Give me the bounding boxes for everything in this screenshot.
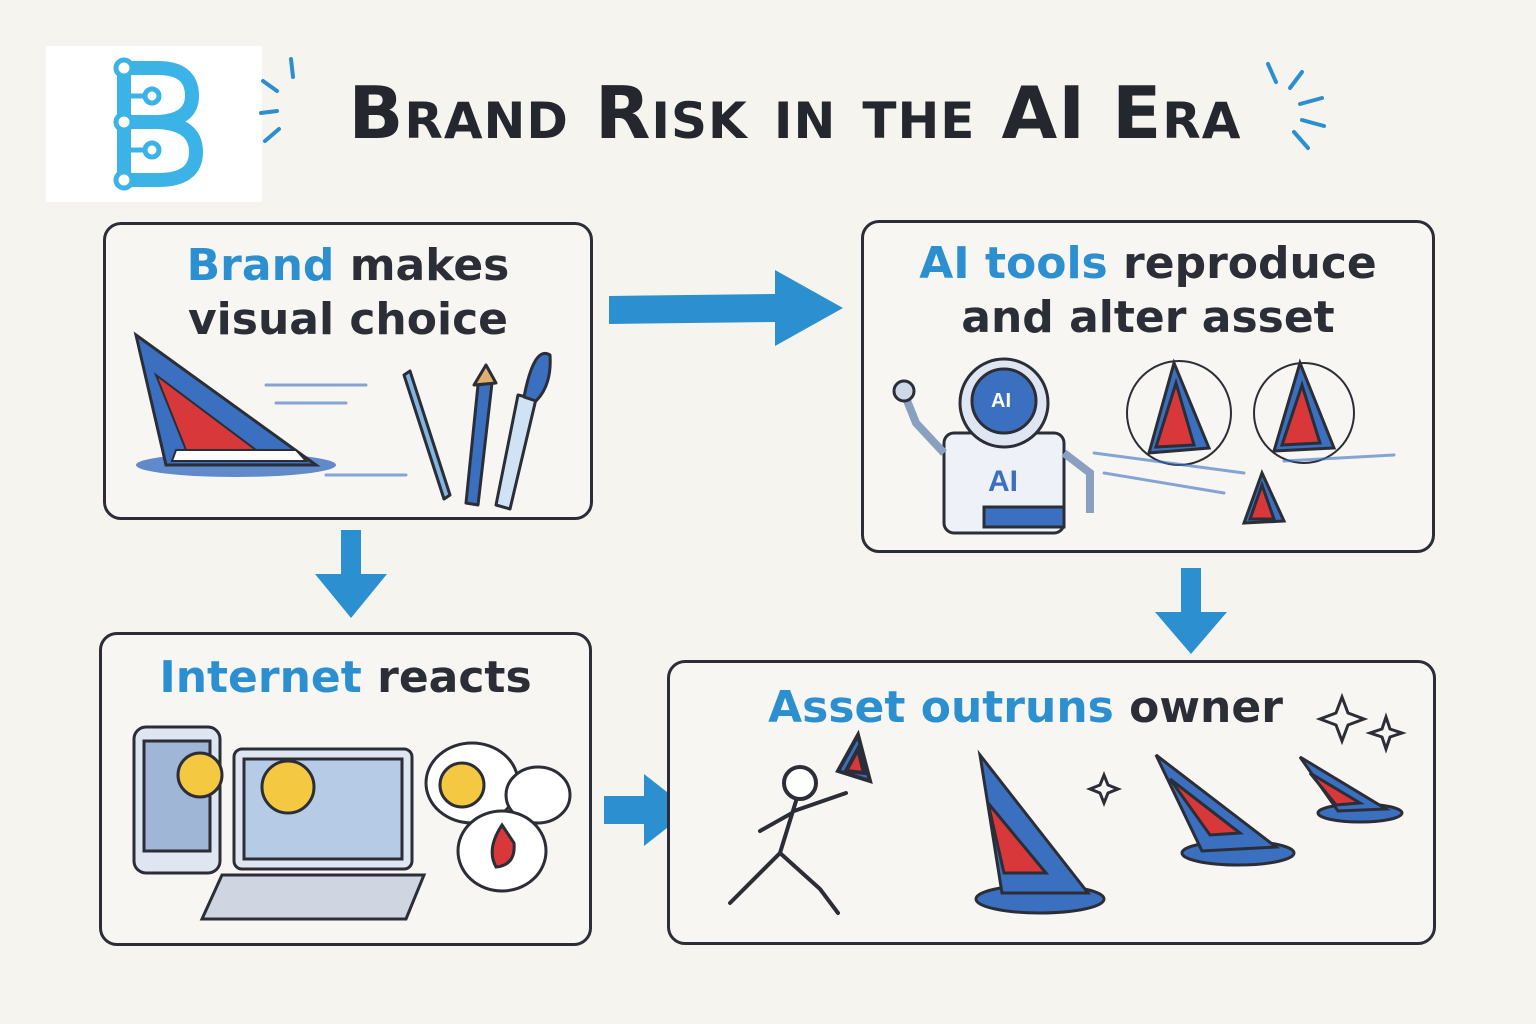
sail-icon [136, 335, 406, 477]
brand-logo [46, 46, 262, 202]
step-brand-choice: Brand makes visual choice [103, 222, 593, 520]
speech-bubble-icon [426, 743, 570, 891]
arrow-right-icon [605, 260, 855, 360]
sail-and-brushes-illustration [106, 225, 593, 520]
runner-chasing-sails-illustration [670, 663, 1436, 945]
arrow-down-icon [305, 528, 395, 624]
robot-icon [894, 359, 1090, 533]
step-internet-reacts: Internet reacts [99, 632, 592, 946]
page-title: Brand Risk in the AI Era [250, 58, 1340, 168]
running-person-icon [730, 735, 870, 913]
laptop-icon [202, 749, 424, 919]
sail-copy-icon [1127, 361, 1354, 523]
devices-and-reactions-illustration [102, 635, 592, 946]
robot-head-label: AI [991, 390, 1011, 412]
arrow-down-icon [1145, 566, 1235, 660]
step-asset-outruns-owner: Asset outruns owner [667, 660, 1436, 945]
robot-copying-sails-illustration: AI AI [864, 223, 1435, 553]
letter-b-logo-icon [46, 46, 262, 202]
phone-icon [134, 727, 222, 873]
fleeing-sail-icon [976, 755, 1402, 913]
sparkle-icon [1090, 697, 1402, 803]
step-ai-tools: AI tools reproduce and alter asset AI AI [861, 220, 1435, 553]
paintbrush-icon [404, 353, 550, 509]
robot-chest-label: AI [988, 465, 1018, 498]
